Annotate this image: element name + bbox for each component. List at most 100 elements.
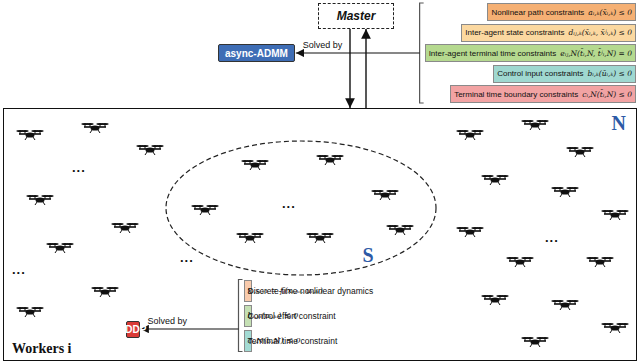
drone-leg [610,330,620,333]
drone-leg [465,137,475,140]
drone-post [405,226,406,229]
drone-post [560,301,561,304]
drone-post [85,124,86,127]
drone-post [530,258,531,261]
drone-icon [586,257,613,267]
drone-post [465,228,466,231]
drone-post [410,226,411,229]
drone-body [146,147,155,152]
ellipse-outline [165,140,437,276]
constraint-box: Terminal time constraintcᵢ,N(tᵢ,N) ≤ 0 [244,330,252,352]
subset-ellipse: S [165,140,437,276]
constraint-box: Inter-agent terminal time constraintseᵢⱼ… [425,44,636,62]
drone-post [255,234,256,237]
drone-post [40,131,41,134]
drone-post [610,258,611,261]
drone-leg [490,302,500,305]
drone-post [375,191,376,194]
drone-post [260,161,261,164]
drone-post [35,196,36,199]
drone-post [245,161,246,164]
drone-post [485,176,486,179]
drone-body [466,229,475,234]
drone-post [560,188,561,191]
drone-post [25,131,26,134]
drone-leg [90,130,100,133]
drone-post [40,308,41,311]
drone-post [575,301,576,304]
drone-icon [551,187,578,197]
drone-post [35,131,36,134]
drone-post [590,258,591,261]
drone-post [515,258,516,261]
drone-body [101,289,110,294]
drone-leg [35,202,45,205]
drone-body [326,157,335,162]
drone-post [525,121,526,124]
formula: cᵢ,N(t̄ᵢ,N) ≤ 0 [582,90,632,99]
drone-leg [245,240,255,243]
drone-body [531,122,540,127]
drone-leg [610,217,620,220]
drone-swarm [16,120,628,347]
drone-post [620,211,621,214]
drone-body [611,212,620,217]
drone-post [395,226,396,229]
drone-post [65,244,66,247]
drone-leg [380,197,390,200]
drone-post [460,131,461,134]
ellipsis-mark: ... [545,230,559,245]
drone-icon [456,130,483,140]
drone-post [330,234,331,237]
drone-post [315,234,316,237]
drone-body [381,192,390,197]
drone-body [466,132,475,137]
node-label: Nonlinear path constraints [491,8,584,17]
drone-post [115,224,116,227]
drone-leg [530,344,540,347]
drone-post [490,296,491,299]
drone-post [605,258,606,261]
drone-icon [191,205,218,215]
drone-body [576,149,585,154]
drone-body [516,259,525,264]
drone-post [250,161,251,164]
drone-post [500,176,501,179]
drone-icon [601,210,628,220]
drone-post [605,324,606,327]
drone-post [160,146,161,149]
drone-icon [481,295,508,305]
drone-post [585,148,586,151]
drone-post [625,324,626,327]
drone-post [390,226,391,229]
drone-post [475,228,476,231]
drone-post [605,211,606,214]
drone-post [570,301,571,304]
drone-post [110,288,111,291]
drone-icon [46,243,73,253]
solver-box: async-ADMM [218,44,295,62]
drone-leg [490,182,500,185]
drone-post [30,196,31,199]
ellipsis-mark: ... [12,262,26,277]
drone-leg [55,250,65,253]
drone-body [611,325,620,330]
drone-post [610,211,611,214]
leader-arrow [296,52,420,53]
drone-post [490,176,491,179]
drone-icon [551,300,578,310]
drone-post [555,188,556,191]
drone-post [240,234,241,237]
drone-post [465,131,466,134]
drone-leg [575,154,585,157]
constraint-box: Terminal time boundary constraintscᵢ,N(t… [450,85,636,103]
connector-arrow [365,29,366,108]
drone-body [316,235,325,240]
drone-post [115,288,116,291]
drone-post [320,156,321,159]
drone-post [310,234,311,237]
drone-post [145,146,146,149]
drone-post [200,206,201,209]
drone-post [610,324,611,327]
